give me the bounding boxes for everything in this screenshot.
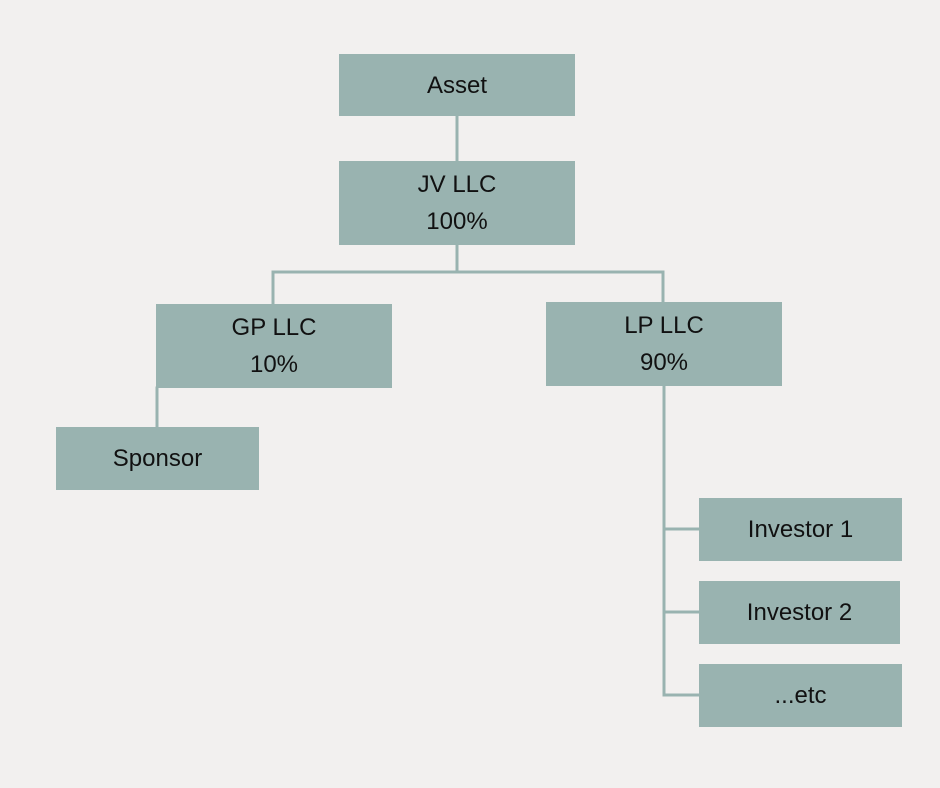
node-gp-llc-label: GP LLC [231, 314, 317, 341]
node-jv-llc-share: 100% [426, 208, 488, 235]
node-asset: Asset [339, 54, 575, 116]
node-etc-label: ...etc [774, 682, 827, 709]
node-gp-llc: GP LLC 10% [156, 304, 392, 388]
node-asset-label: Asset [426, 71, 488, 99]
node-gp-llc-share: 10% [249, 351, 299, 378]
node-investor-1-label: Investor 1 [747, 516, 854, 543]
node-lp-llc: LP LLC 90% [546, 302, 782, 386]
node-lp-llc-label: LP LLC [624, 312, 704, 339]
node-etc: ...etc [699, 664, 902, 727]
node-sponsor: Sponsor [56, 427, 259, 490]
node-investor-2-label: Investor 2 [746, 599, 853, 626]
node-investor-1: Investor 1 [699, 498, 902, 561]
node-investor-2: Investor 2 [699, 581, 900, 644]
node-lp-llc-share: 90% [639, 349, 689, 376]
node-jv-llc: JV LLC 100% [339, 161, 575, 245]
node-jv-llc-label: JV LLC [417, 171, 497, 198]
node-sponsor-label: Sponsor [112, 445, 203, 472]
